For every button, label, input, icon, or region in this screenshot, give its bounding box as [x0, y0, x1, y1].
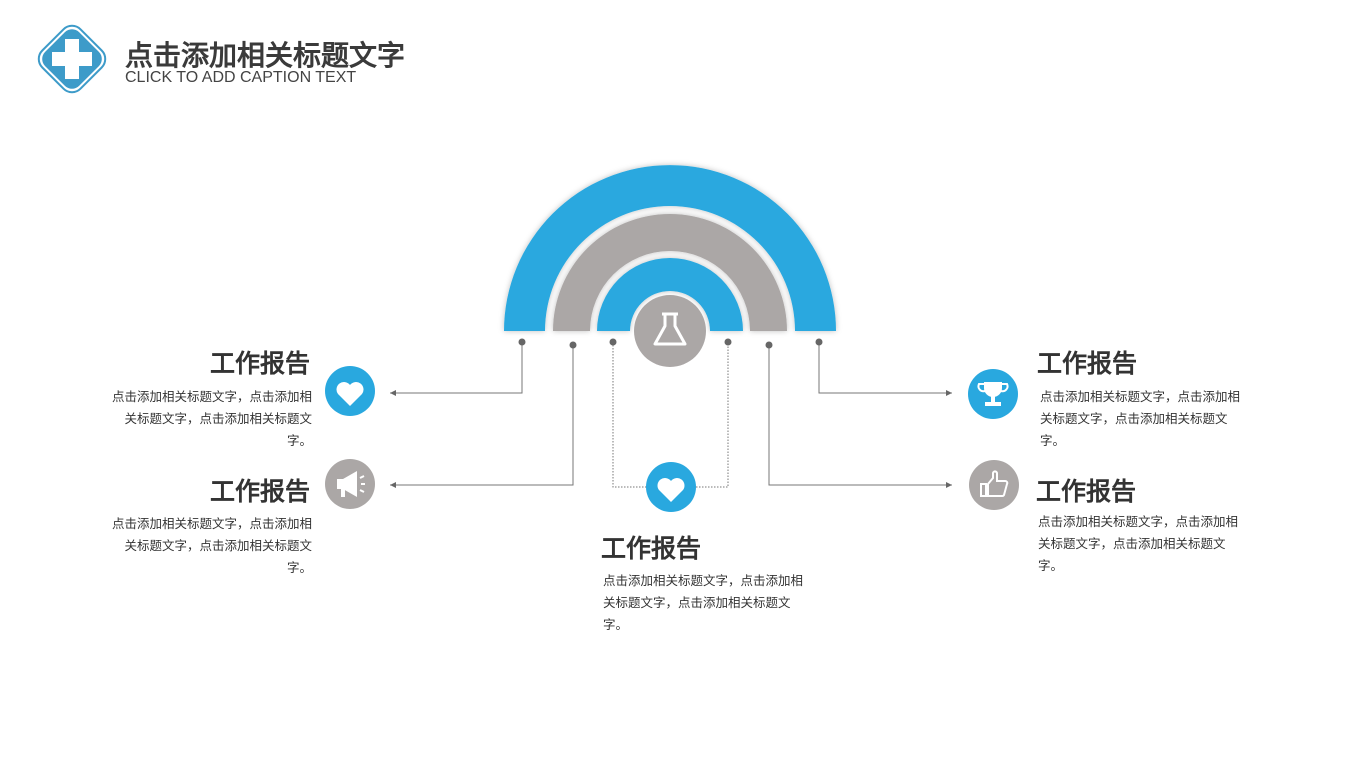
icon-circle [969, 460, 1019, 510]
middle-arc [553, 214, 787, 331]
item-title: 工作报告 [601, 534, 702, 563]
logo-icon [37, 24, 107, 94]
flask-icon [653, 312, 687, 346]
item-desc: 点击添加相关标题文字，点击添加相关标题文字，点击添加相关标题文字。 [112, 516, 313, 575]
megaphone-icon [337, 471, 365, 497]
item-title: 工作报告 [1036, 477, 1137, 506]
item-desc: 点击添加相关标题文字，点击添加相关标题文字，点击添加相关标题文字。 [1038, 514, 1239, 573]
thumbs-up-icon [980, 470, 1009, 498]
outer-arc [504, 165, 836, 331]
connector-dots [518, 338, 823, 349]
page-title: 点击添加相关标题文字 [125, 39, 406, 72]
item-title: 工作报告 [209, 349, 310, 378]
item-desc: 点击添加相关标题文字，点击添加相关标题文字，点击添加相关标题文字。 [603, 573, 804, 632]
center-circle [634, 295, 706, 367]
trophy-icon [977, 382, 1009, 406]
item-title: 工作报告 [209, 477, 310, 506]
item-desc: 点击添加相关标题文字，点击添加相关标题文字，点击添加相关标题文字。 [1040, 389, 1241, 448]
item-title: 工作报告 [1037, 349, 1138, 378]
heart-icon [336, 382, 364, 406]
inner-arc [597, 258, 743, 331]
item-desc: 点击添加相关标题文字，点击添加相关标题文字，点击添加相关标题文字。 [112, 389, 313, 448]
heart-icon [657, 478, 685, 502]
page-subtitle: CLICK TO ADD CAPTION TEXT [125, 69, 357, 86]
